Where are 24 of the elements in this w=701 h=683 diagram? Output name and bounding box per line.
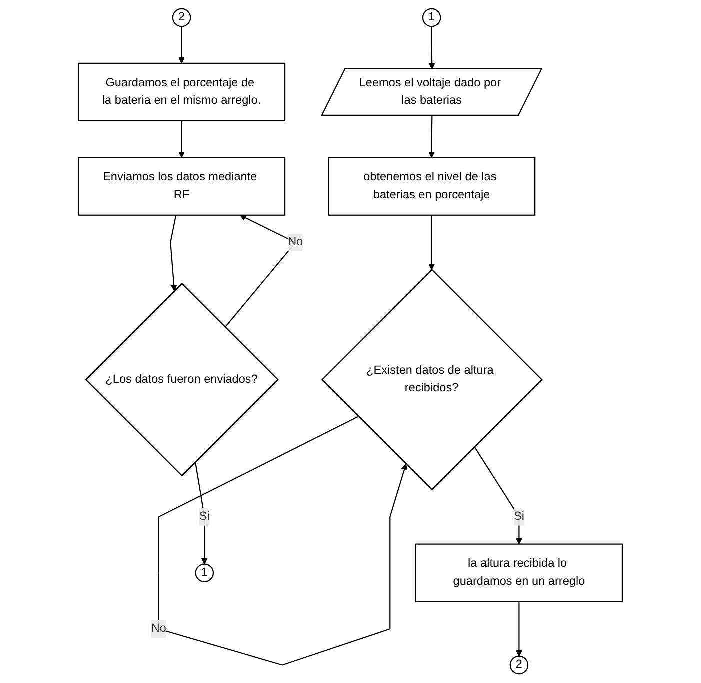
arrow xyxy=(158,416,408,666)
node-circle: 1 xyxy=(422,8,442,28)
arrow xyxy=(178,26,186,64)
arrow xyxy=(178,120,186,158)
arrow xyxy=(194,462,208,565)
edge-label: Si xyxy=(199,510,210,523)
edge-label: No xyxy=(151,622,166,636)
arrow xyxy=(474,446,522,545)
node-box: obtenemos el nivel de las baterias en porcentaje xyxy=(328,157,536,216)
node-circle: 2 xyxy=(172,8,192,28)
node-box: la altura recibida lo guardamos en un arreglo xyxy=(415,544,624,602)
node-diamond: ¿Existen datos de altura recibidos? xyxy=(322,269,543,491)
arrow xyxy=(516,602,522,657)
node-diamond: ¿Los datos fueron enviados? xyxy=(85,283,279,477)
edge-label: Si xyxy=(514,510,524,523)
arrow xyxy=(428,116,436,158)
arrow xyxy=(428,26,436,70)
node-box: Guardamos el porcentaje de la bateria en el mismo arreglo. xyxy=(78,62,286,122)
edge-label: No xyxy=(288,236,304,249)
arrow xyxy=(428,215,436,270)
node-circle: 1 xyxy=(195,564,214,582)
arrow xyxy=(170,215,178,292)
node-circle: 2 xyxy=(510,656,529,675)
node-box: Enviamos los datos mediante RF xyxy=(78,157,286,216)
